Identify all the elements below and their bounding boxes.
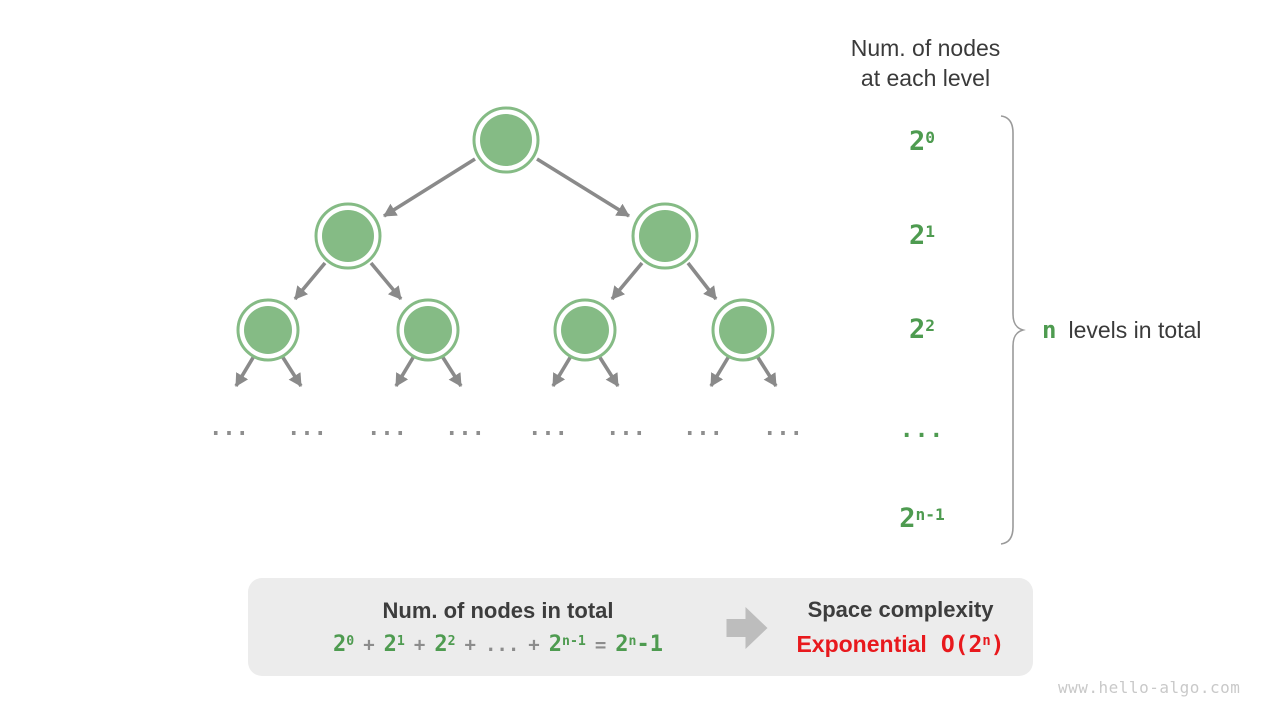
- tree-ellipsis: ...: [528, 416, 568, 441]
- formula-term: 20: [333, 631, 355, 657]
- tree-ellipsis: ...: [287, 416, 327, 441]
- tree-edge: [293, 261, 327, 301]
- levels-header-line2: at each level: [860, 65, 991, 91]
- tree-edge: [383, 157, 476, 218]
- formula-operator: +: [363, 633, 375, 656]
- tree-edge: [709, 355, 731, 387]
- complexity-word: Exponential: [796, 630, 927, 657]
- tree-ellipsis: ...: [367, 416, 407, 441]
- tree-node-root: [472, 106, 540, 174]
- tree-edge: [369, 261, 403, 301]
- tree-ellipsis: ...: [763, 416, 803, 441]
- level-label-last: 2n-1: [899, 503, 945, 534]
- tree-edge: [234, 355, 256, 387]
- formula-operator: +: [528, 633, 540, 656]
- levels-total-label: n levels in total: [1042, 316, 1201, 344]
- formula-term: 22: [434, 631, 456, 657]
- formula-ellipsis: ...: [484, 633, 520, 656]
- tree-edge: [394, 355, 416, 387]
- tree-edge: [551, 355, 573, 387]
- tree-edge: [686, 261, 718, 301]
- nodes-total-formula: 20 + 21 + 22 + ... + 2n-1 = 2n-1: [333, 632, 663, 657]
- tree-edge: [280, 355, 303, 387]
- space-complexity-section: Space complexity Exponential O(2n): [768, 578, 1033, 676]
- tree-node: [236, 298, 300, 362]
- formula-term: 2n-1: [548, 631, 586, 657]
- tree-ellipsis: ...: [209, 416, 249, 441]
- levels-header: Num. of nodes at each level: [808, 33, 1043, 93]
- levels-brace: [1000, 115, 1026, 545]
- tree-edge: [755, 355, 778, 387]
- arrow-right-icon: [726, 607, 768, 649]
- tree-node: [314, 202, 382, 270]
- levels-total-text: levels in total: [1068, 317, 1202, 343]
- n-variable: n: [1042, 316, 1057, 344]
- levels-header-line1: Num. of nodes: [850, 35, 1001, 61]
- level-label-2: 22: [908, 314, 935, 345]
- space-complexity-title: Space complexity: [807, 596, 994, 622]
- tree-edge: [536, 157, 630, 218]
- tree-ellipsis: ...: [683, 416, 723, 441]
- formula-operator: +: [464, 633, 476, 656]
- tree-ellipsis: ...: [606, 416, 646, 441]
- tree-node: [396, 298, 460, 362]
- summary-box: Num. of nodes in total 20 + 21 + 22 + ..…: [248, 578, 1033, 676]
- formula-result: 2n-1: [615, 631, 663, 657]
- tree-node: [631, 202, 699, 270]
- tree-ellipsis: ...: [445, 416, 485, 441]
- tree-edge: [440, 355, 463, 387]
- formula-operator: +: [413, 633, 426, 656]
- tree-node: [711, 298, 775, 362]
- nodes-total-section: Num. of nodes in total 20 + 21 + 22 + ..…: [248, 578, 748, 676]
- big-o-notation: O(2n): [940, 631, 1005, 658]
- tree-node: [553, 298, 617, 362]
- level-label-ellipsis: ...: [899, 417, 945, 443]
- formula-equals: =: [594, 633, 607, 656]
- level-label-1: 21: [908, 220, 935, 251]
- watermark: www.hello-algo.com: [1058, 678, 1241, 697]
- tree-edge: [610, 261, 644, 301]
- level-label-0: 20: [908, 126, 935, 157]
- formula-term: 21: [383, 631, 405, 657]
- tree-edge: [597, 355, 620, 387]
- complexity-result: Exponential O(2n): [796, 631, 1004, 658]
- nodes-total-title: Num. of nodes in total: [382, 597, 614, 623]
